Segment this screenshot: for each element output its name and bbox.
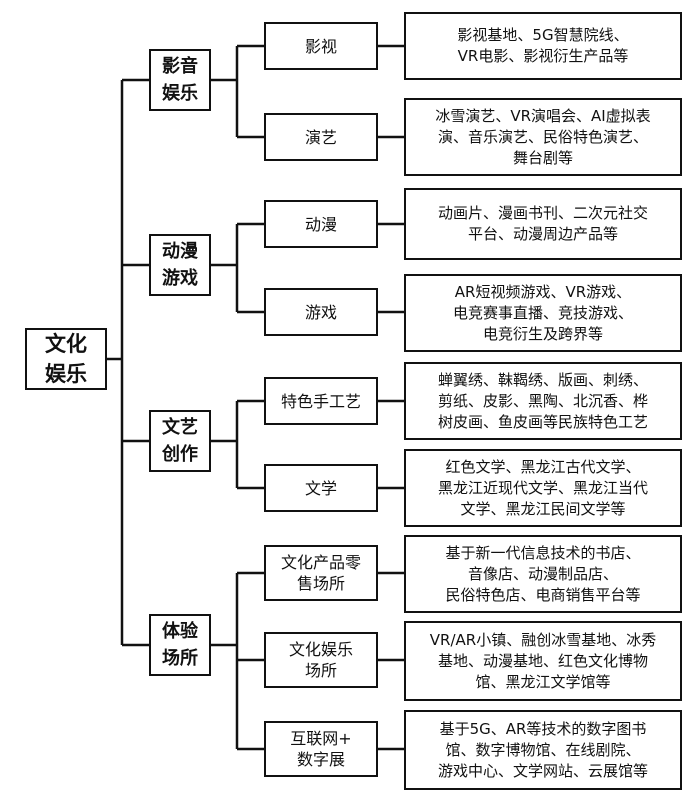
subcategory-node: 游戏 bbox=[264, 288, 378, 336]
detail-text: AR短视频游戏、VR游戏、 电竞赛事直播、竞技游戏、 电竞衍生及跨界等 bbox=[452, 282, 633, 343]
subcategory-label: 文学 bbox=[304, 478, 337, 498]
detail-text: 动画片、漫画书刊、二次元社交 平台、动漫周边产品等 bbox=[437, 204, 648, 243]
subcategory-node: 文化娱乐 场所 bbox=[264, 632, 378, 688]
detail-box: 基于新一代信息技术的书店、 音像店、动漫制品店、 民俗特色店、电商销售平台等 bbox=[404, 535, 682, 613]
detail-text: 基于新一代信息技术的书店、 音像店、动漫制品店、 民俗特色店、电商销售平台等 bbox=[445, 543, 641, 604]
subcategory-node: 影视 bbox=[264, 22, 378, 70]
detail-box: 冰雪演艺、VR演唱会、AI虚拟表 演、音乐演艺、民俗特色演艺、 舞台剧等 bbox=[404, 98, 682, 176]
detail-box: 基于5G、AR等技术的数字图书 馆、数字博物馆、在线剧院、 游戏中心、文学网站、… bbox=[404, 710, 682, 790]
category-label: 体验 场所 bbox=[162, 621, 198, 669]
detail-box: 动画片、漫画书刊、二次元社交 平台、动漫周边产品等 bbox=[404, 188, 682, 260]
subcategory-node: 互联网+ 数字展 bbox=[264, 721, 378, 777]
category-label: 影音 娱乐 bbox=[162, 56, 198, 104]
detail-box: 红色文学、黑龙江古代文学、 黑龙江近现代文学、黑龙江当代 文学、黑龙江民间文学等 bbox=[404, 449, 682, 527]
subcategory-node: 演艺 bbox=[264, 113, 378, 161]
detail-box: 影视基地、5G智慧院线、 VR电影、影视衍生产品等 bbox=[404, 12, 682, 80]
category-node-experience-venues: 体验 场所 bbox=[149, 614, 211, 676]
root-node: 文化 娱乐 bbox=[25, 328, 107, 390]
detail-text: 蝉翼绣、靺鞨绣、版画、刺绣、 剪纸、皮影、黑陶、北沉香、桦 树皮画、鱼皮画等民族… bbox=[437, 370, 648, 431]
subcategory-label: 动漫 bbox=[304, 214, 337, 234]
subcategory-label: 游戏 bbox=[304, 302, 337, 322]
subcategory-label: 文化娱乐 场所 bbox=[288, 640, 353, 680]
detail-text: 冰雪演艺、VR演唱会、AI虚拟表 演、音乐演艺、民俗特色演艺、 舞台剧等 bbox=[435, 106, 651, 167]
category-node-av-entertainment: 影音 娱乐 bbox=[149, 49, 211, 111]
subcategory-label: 互联网+ 数字展 bbox=[290, 729, 352, 769]
category-node-anime-games: 动漫 游戏 bbox=[149, 234, 211, 296]
category-label: 动漫 游戏 bbox=[162, 241, 198, 289]
subcategory-node: 文学 bbox=[264, 464, 378, 512]
detail-text: 基于5G、AR等技术的数字图书 馆、数字博物馆、在线剧院、 游戏中心、文学网站、… bbox=[437, 719, 648, 780]
subcategory-label: 文化产品零 售场所 bbox=[280, 553, 361, 593]
root-label: 文化 娱乐 bbox=[45, 332, 87, 386]
category-label: 文艺 创作 bbox=[162, 417, 198, 465]
subcategory-label: 演艺 bbox=[304, 127, 337, 147]
category-node-literary-creation: 文艺 创作 bbox=[149, 410, 211, 472]
subcategory-node: 动漫 bbox=[264, 200, 378, 248]
detail-box: VR/AR小镇、融创冰雪基地、冰秀 基地、动漫基地、红色文化博物 馆、黑龙江文学… bbox=[404, 621, 682, 701]
subcategory-node: 特色手工艺 bbox=[264, 377, 378, 425]
detail-text: VR/AR小镇、融创冰雪基地、冰秀 基地、动漫基地、红色文化博物 馆、黑龙江文学… bbox=[429, 630, 657, 691]
subcategory-node: 文化产品零 售场所 bbox=[264, 545, 378, 601]
subcategory-label: 特色手工艺 bbox=[280, 391, 361, 411]
detail-text: 影视基地、5G智慧院线、 VR电影、影视衍生产品等 bbox=[457, 26, 629, 65]
detail-text: 红色文学、黑龙江古代文学、 黑龙江近现代文学、黑龙江当代 文学、黑龙江民间文学等 bbox=[437, 457, 648, 518]
detail-box: AR短视频游戏、VR游戏、 电竞赛事直播、竞技游戏、 电竞衍生及跨界等 bbox=[404, 274, 682, 352]
detail-box: 蝉翼绣、靺鞨绣、版画、刺绣、 剪纸、皮影、黑陶、北沉香、桦 树皮画、鱼皮画等民族… bbox=[404, 362, 682, 440]
subcategory-label: 影视 bbox=[304, 36, 337, 56]
